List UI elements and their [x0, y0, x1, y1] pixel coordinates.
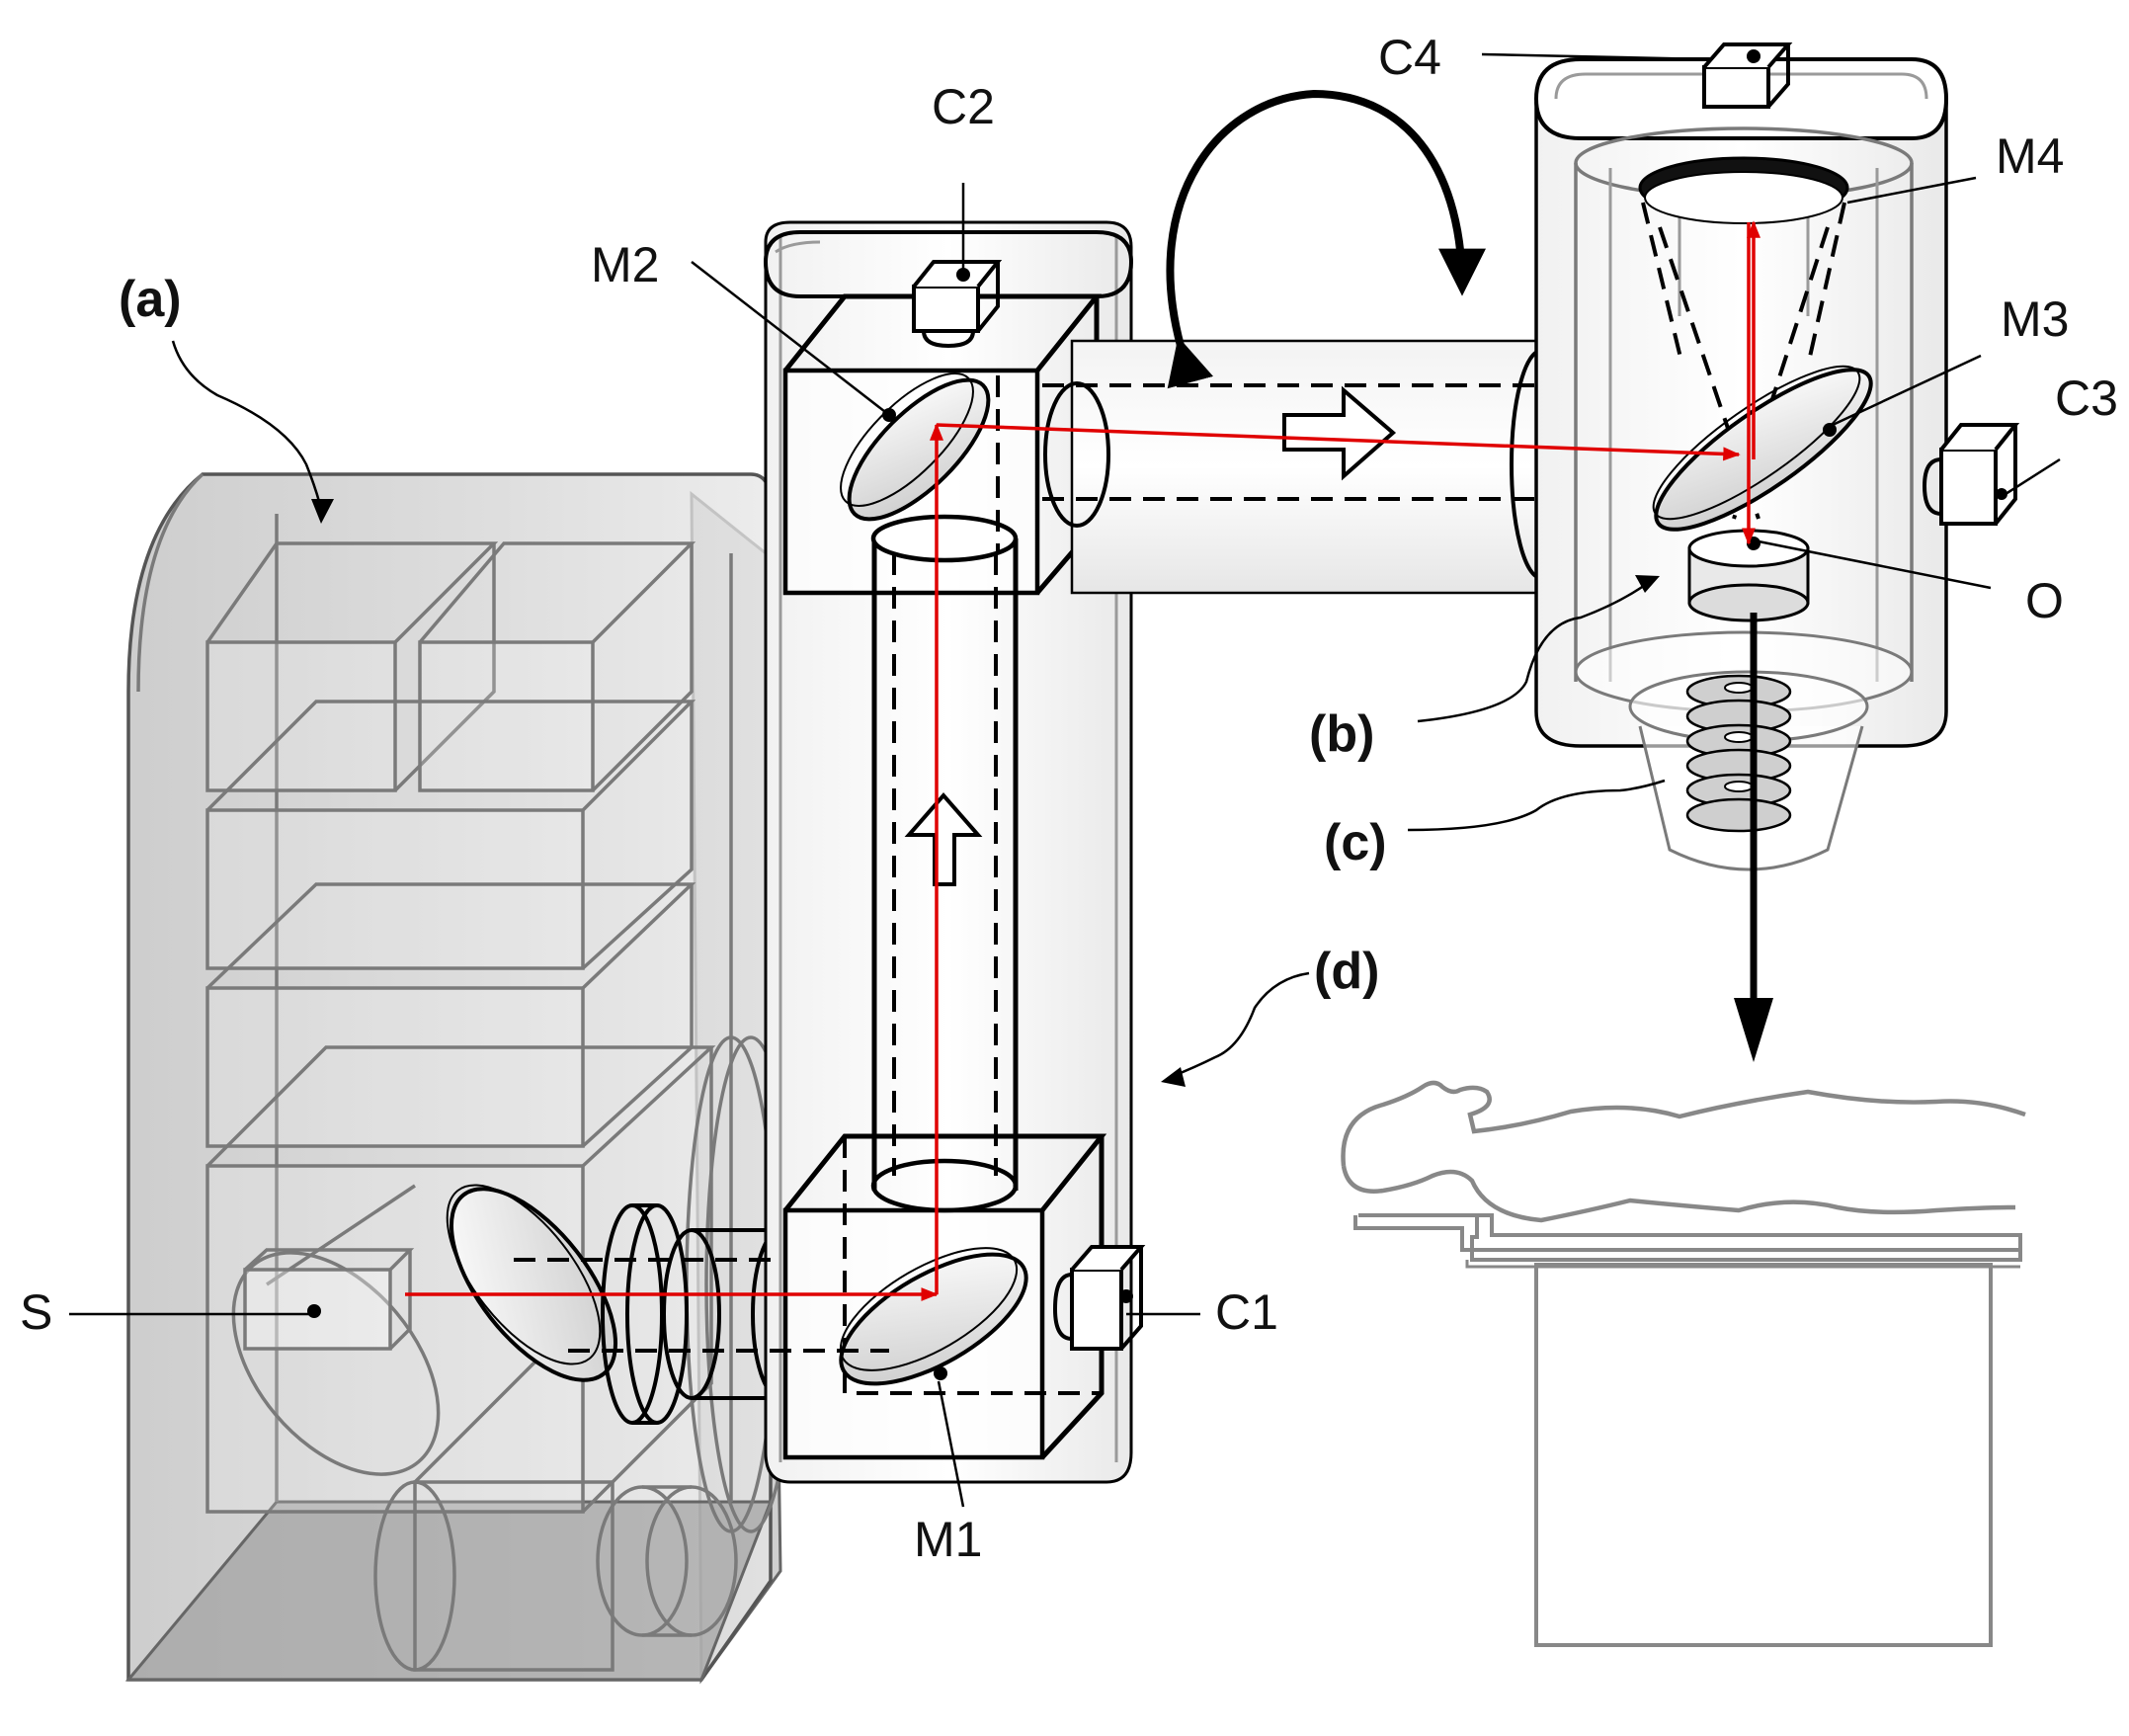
up-flow-arrow [904, 791, 983, 886]
camera-c3 [1922, 423, 2020, 526]
source-s [243, 1248, 415, 1351]
beam-envelope-dashes [514, 1258, 889, 1353]
label-b: (b) [1309, 705, 1374, 763]
label-a: (a) [119, 271, 182, 328]
label-d: (d) [1314, 943, 1379, 1000]
camera-c1 [1052, 1245, 1146, 1351]
output-arrowhead [1734, 998, 1773, 1062]
label-c: (c) [1324, 814, 1387, 871]
right-flow-arrow [1282, 385, 1397, 481]
label-c4: C4 [1378, 30, 1441, 85]
label-c2: C2 [932, 79, 995, 134]
tilted-lens [446, 1184, 618, 1382]
patient-table [1353, 1213, 2022, 1647]
rotation-arrow [1166, 89, 1486, 389]
label-s: S [20, 1284, 52, 1340]
label-c3: C3 [2055, 371, 2118, 426]
laser-beam-path [405, 220, 1761, 1301]
mirror-m2 [840, 372, 991, 522]
objective-o [1687, 529, 1810, 622]
camera-c4 [1702, 42, 1793, 109]
label-m3: M3 [2001, 291, 2069, 347]
label-c1: C1 [1215, 1284, 1278, 1340]
mirror-m3 [1652, 365, 1873, 532]
lens-stack-c [1628, 670, 1869, 871]
label-m2: M2 [591, 237, 659, 292]
label-m4: M4 [1996, 128, 2064, 184]
inner-vertical-tube [870, 375, 1019, 1213]
label-o: O [2025, 573, 2064, 628]
patient-silhouette [1341, 1080, 2026, 1223]
label-m1: M1 [914, 1512, 982, 1567]
label-leaders [69, 52, 2061, 1508]
